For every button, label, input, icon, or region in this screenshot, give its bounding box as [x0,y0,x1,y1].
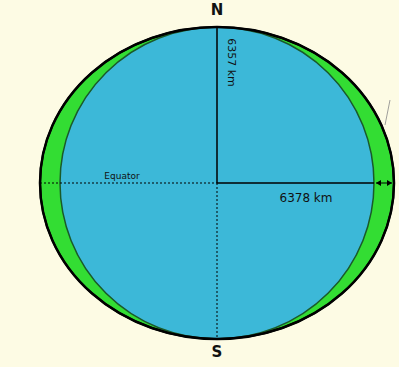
pole-label: N [211,3,224,18]
equator-label: Equator [104,172,139,181]
bulge-arrowheads [376,180,392,186]
equatorial-radius [217,182,374,184]
dimension-label: 6357 km [225,38,236,87]
polar-radius [216,27,218,183]
polar-axis [217,183,218,339]
equator-line [40,183,217,184]
pole-label: S [212,345,223,360]
oblate-ellipse [40,27,394,339]
sphere-circle [60,27,374,339]
tick-mark [385,100,390,125]
dimension-label: 6378 km [280,192,333,204]
ellipse-outline [40,27,394,339]
